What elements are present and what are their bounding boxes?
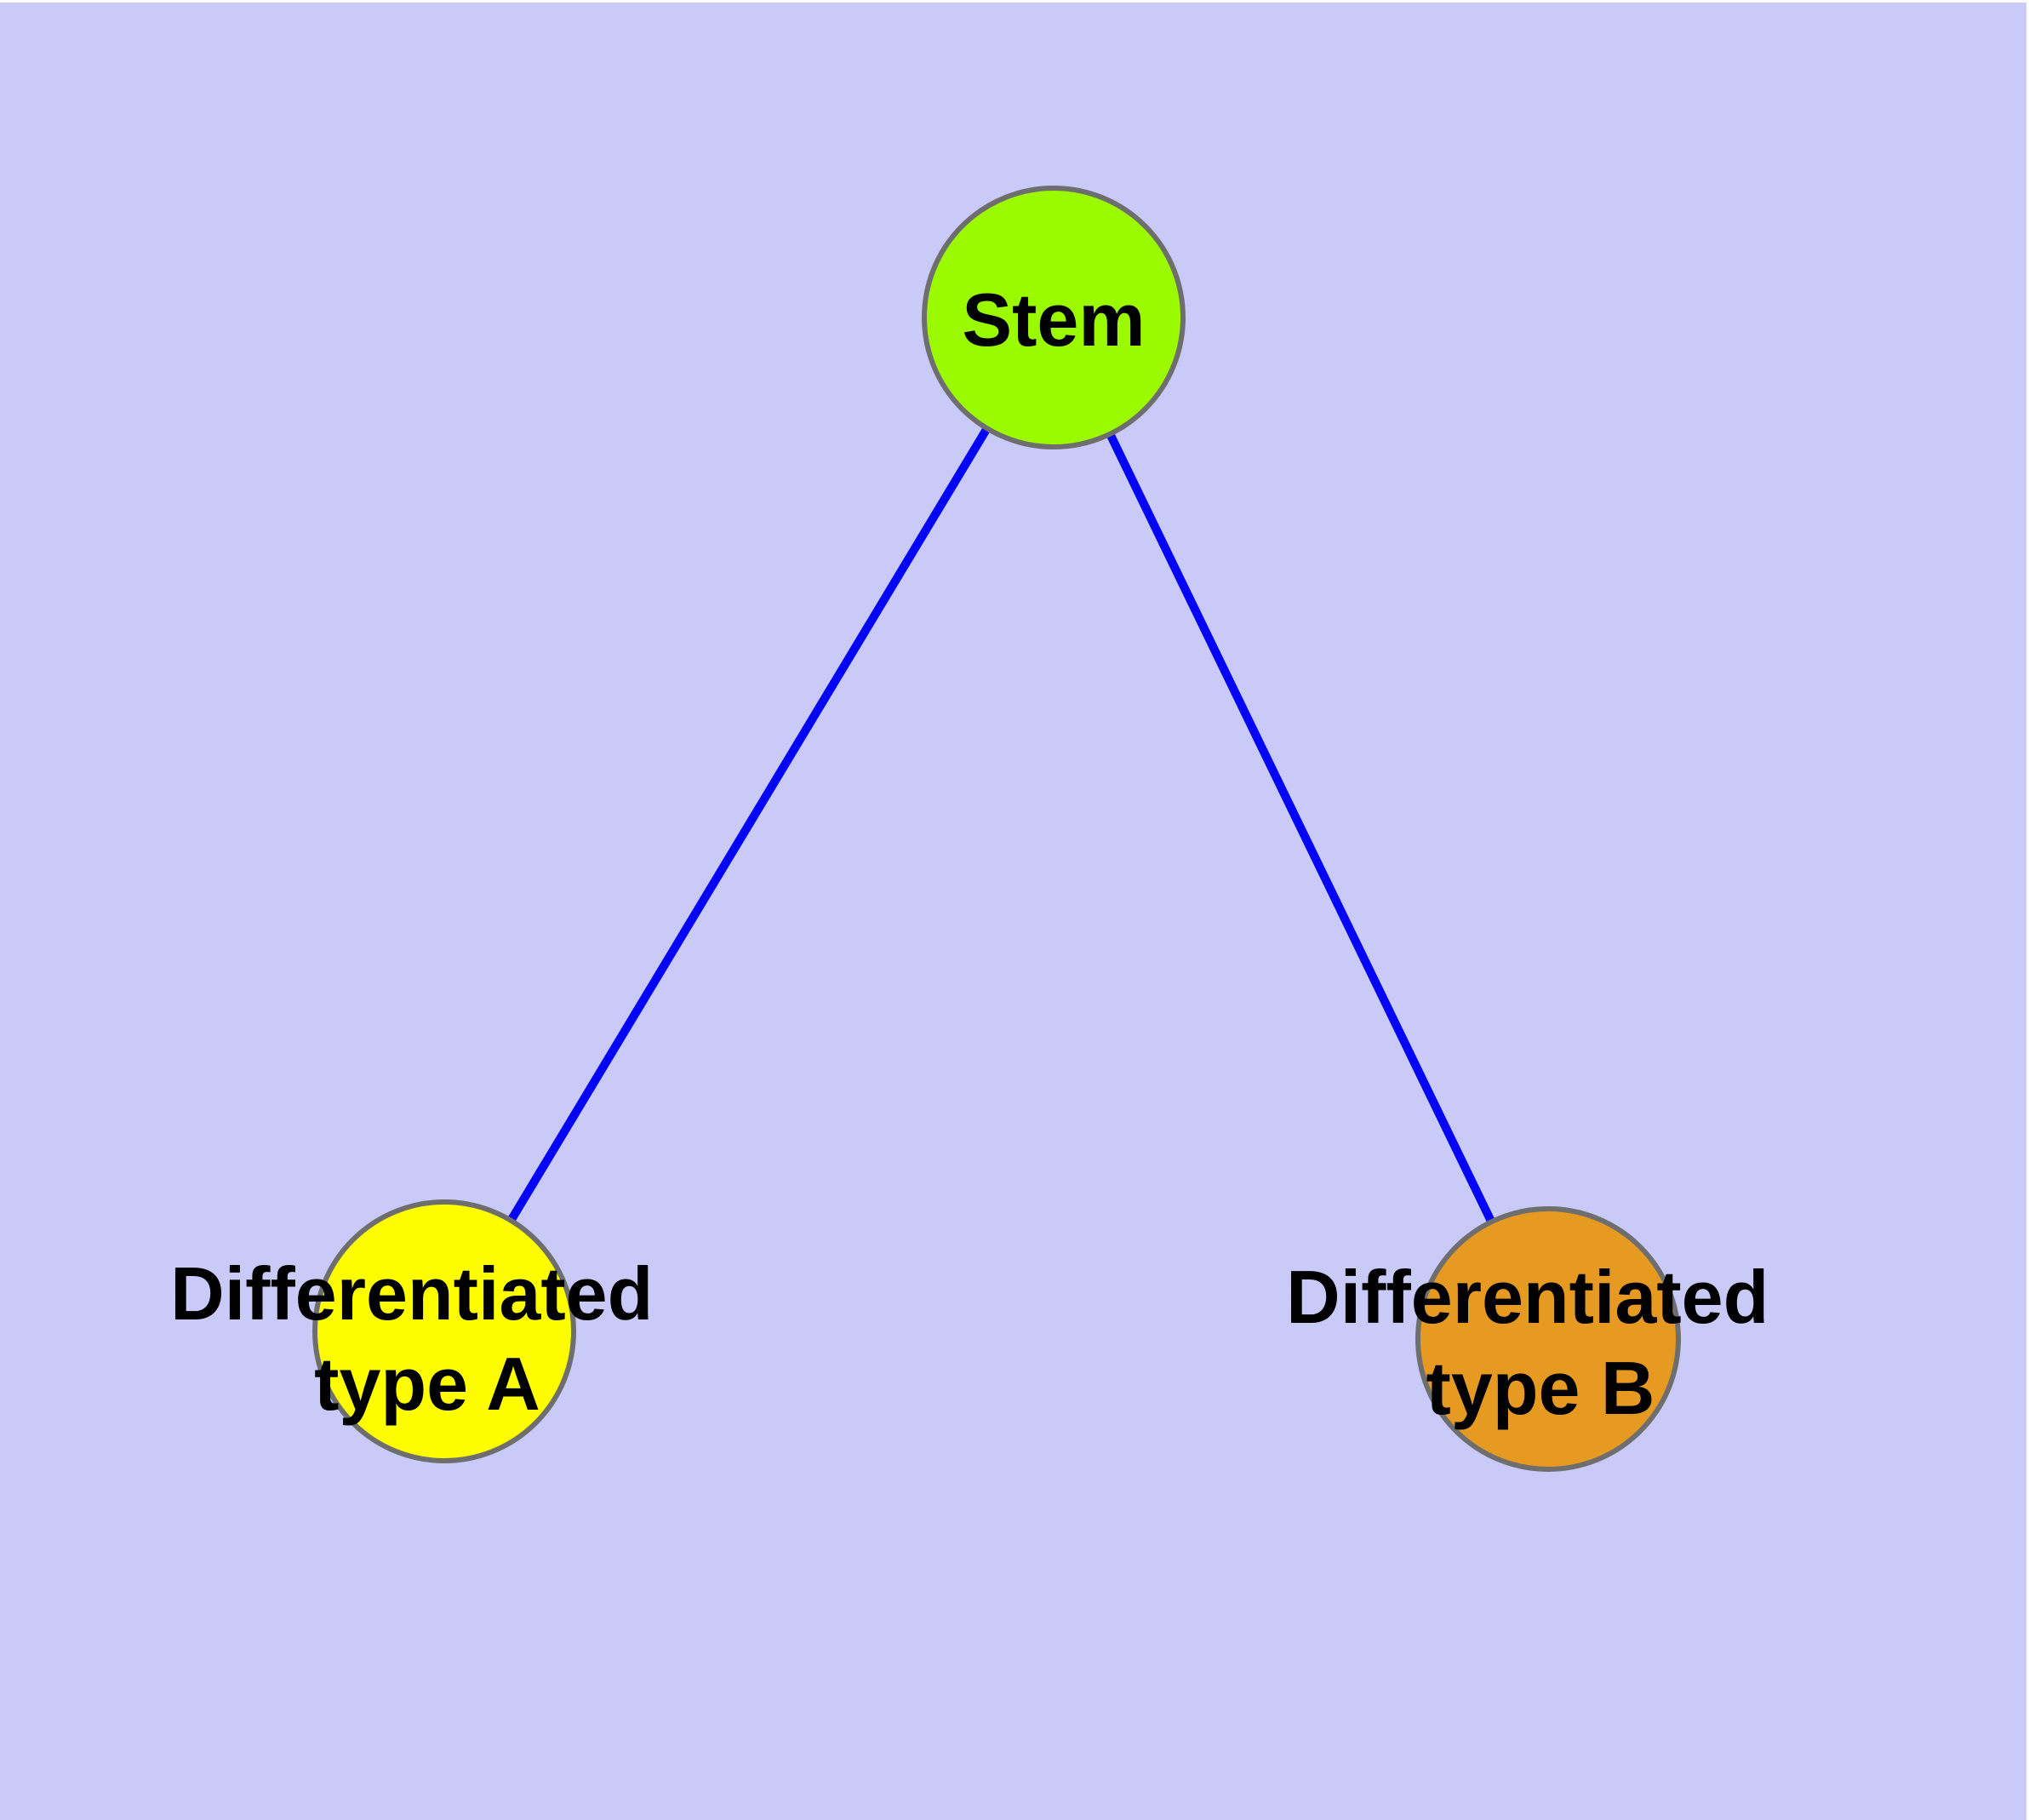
type-b-label-line-2: type B	[1426, 1346, 1655, 1430]
stem-node-circle	[922, 186, 1186, 449]
differentiated-type-a-node-label: Differentiated type A	[170, 1251, 674, 1426]
differentiated-type-b-node-label: Differentiated type B	[1286, 1255, 1790, 1430]
stem-node-label: Stem	[962, 278, 1145, 362]
edge-stem-to-type-b	[1049, 315, 1552, 1342]
edge-stem-to-type-a	[440, 315, 1058, 1334]
type-b-label-line-1: Differentiated	[1286, 1255, 1769, 1339]
type-a-label-line-1: Differentiated	[170, 1251, 653, 1336]
type-a-label-line-2: type A	[314, 1342, 540, 1426]
differentiated-type-b-node-circle	[1415, 1206, 1681, 1472]
differentiated-type-a-node-circle	[312, 1199, 576, 1463]
